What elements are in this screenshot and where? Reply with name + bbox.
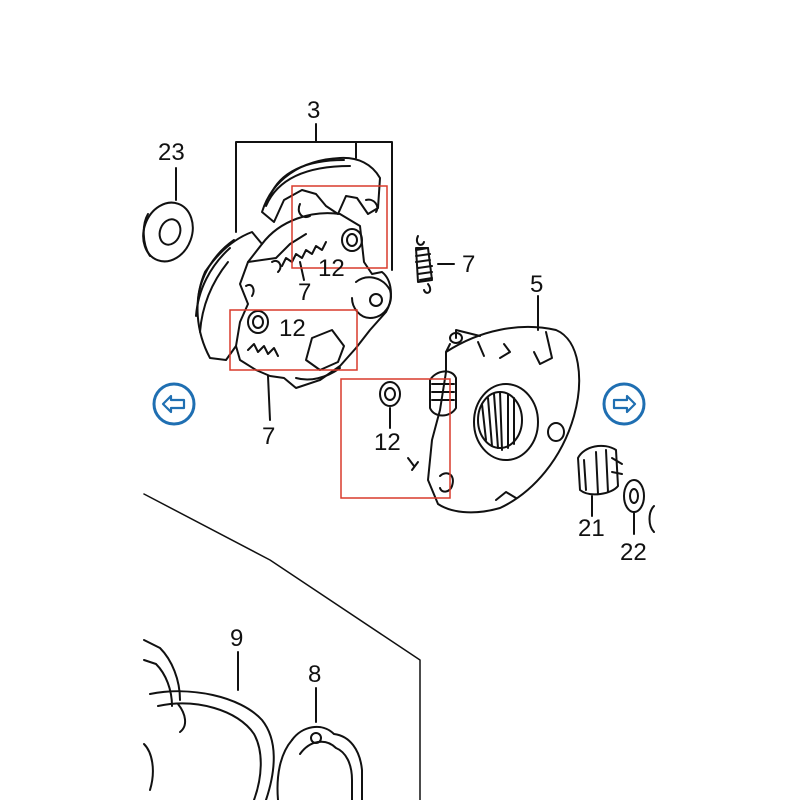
label-part-21: 21 [578, 515, 605, 542]
washer-23 [142, 167, 194, 263]
previous-image-button[interactable] [151, 381, 197, 427]
label-part-23: 23 [158, 139, 185, 166]
cover-outline [143, 493, 421, 800]
gasket-9 [143, 639, 275, 800]
right-arrow-circle-icon [602, 382, 646, 426]
nut-21 [577, 444, 623, 517]
label-part-7-lower: 7 [262, 423, 275, 450]
collar-12-loose [379, 381, 401, 429]
highlight-box-middle [229, 309, 358, 371]
label-part-12-upper: 12 [318, 255, 345, 282]
highlight-box-upper [291, 185, 388, 269]
next-image-button[interactable] [601, 381, 647, 427]
drive-plate-5 [407, 295, 581, 514]
washer-22 [623, 479, 655, 535]
label-part-12-lower: 12 [374, 429, 401, 456]
clutch-shoe-assembly [195, 156, 392, 389]
label-part-7-right: 7 [462, 251, 475, 278]
label-part-3: 3 [307, 97, 320, 124]
bracket-3 [235, 123, 393, 271]
label-part-8: 8 [308, 661, 321, 688]
label-part-12-middle: 12 [279, 315, 306, 342]
label-part-22: 22 [620, 539, 647, 566]
left-arrow-circle-icon [152, 382, 196, 426]
label-part-7-upper: 7 [298, 279, 311, 306]
spring-7-right [415, 235, 455, 294]
highlight-box-lower [340, 378, 451, 499]
label-part-9: 9 [230, 625, 243, 652]
cover-8 [276, 687, 363, 800]
label-part-5: 5 [530, 271, 543, 298]
